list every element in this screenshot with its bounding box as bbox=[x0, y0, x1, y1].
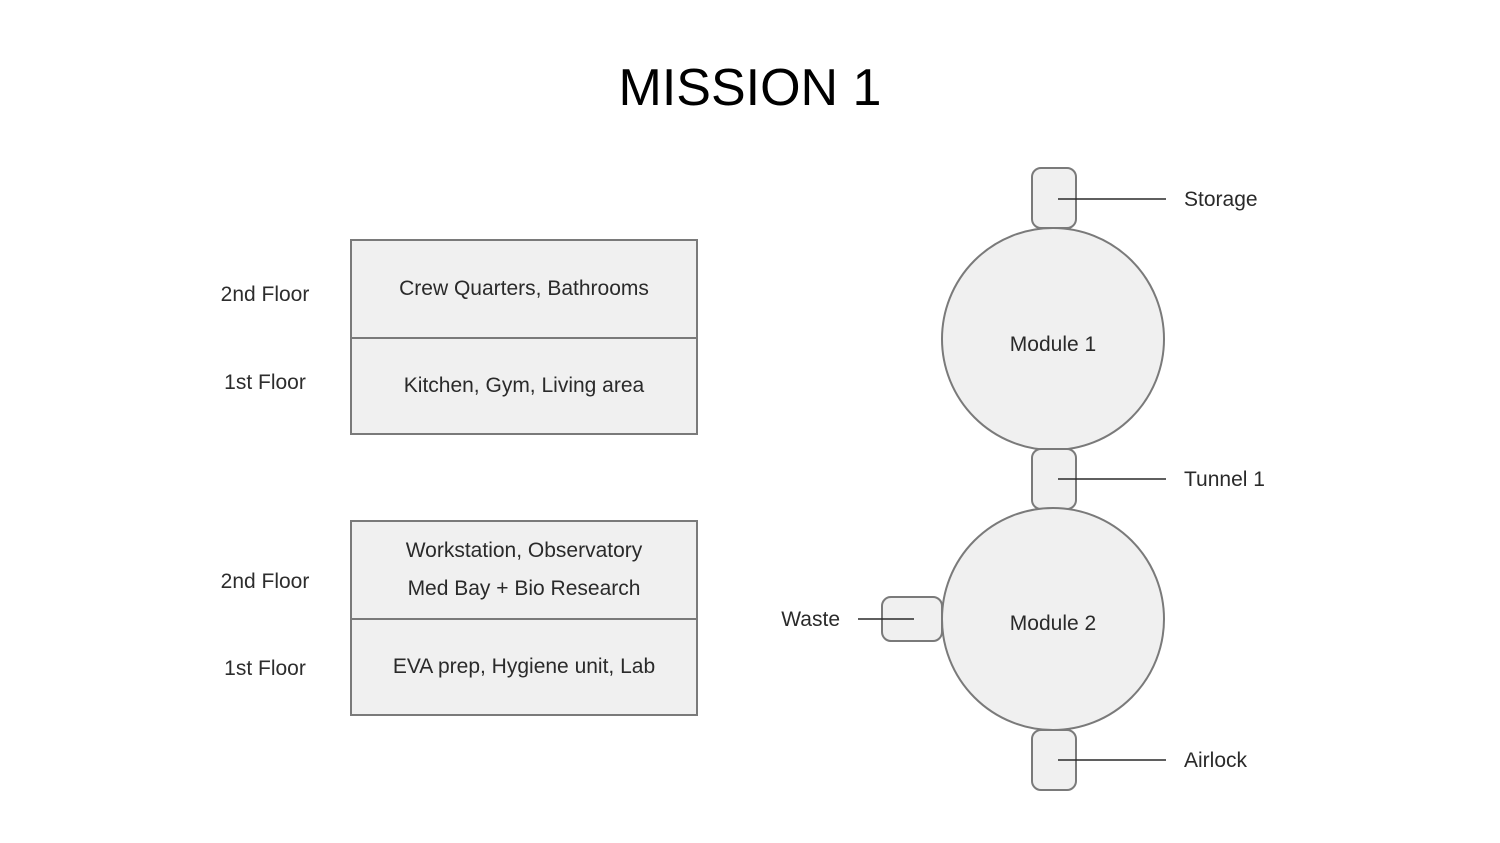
waste-label: Waste bbox=[781, 608, 840, 631]
habitat-a-floor-2: Crew Quarters, Bathrooms bbox=[352, 241, 696, 337]
tunnel-label: Tunnel 1 bbox=[1184, 468, 1265, 491]
habitat-b-stack: Workstation, Observatory Med Bay + Bio R… bbox=[350, 520, 698, 716]
habitat-b-floor-2-rooms-line-1: Workstation, Observatory bbox=[405, 539, 643, 562]
habitat-b-floor-1: EVA prep, Hygiene unit, Lab bbox=[352, 618, 696, 714]
habitat-b-floor-1-rooms: EVA prep, Hygiene unit, Lab bbox=[392, 655, 656, 678]
airlock-label: Airlock bbox=[1184, 749, 1248, 772]
habitat-b-floor-2-label: 2nd Floor bbox=[220, 570, 310, 593]
habitat-a-floor-1: Kitchen, Gym, Living area bbox=[352, 337, 696, 433]
tunnel-connector bbox=[1031, 448, 1077, 510]
habitat-b-floor-1-label: 1st Floor bbox=[224, 657, 306, 680]
airlock-connector bbox=[1031, 729, 1077, 791]
habitat-a-floor-2-rooms: Crew Quarters, Bathrooms bbox=[399, 277, 649, 300]
habitat-a-floor-2-label: 2nd Floor bbox=[220, 283, 310, 306]
storage-connector bbox=[1031, 167, 1077, 229]
module-2-circle bbox=[941, 507, 1165, 731]
module-1-circle bbox=[941, 227, 1165, 451]
storage-label: Storage bbox=[1184, 188, 1258, 211]
waste-connector bbox=[881, 596, 943, 642]
habitat-b-floor-2: Workstation, Observatory Med Bay + Bio R… bbox=[352, 522, 696, 618]
module-1-label: Module 1 bbox=[1010, 333, 1096, 356]
page-title: MISSION 1 bbox=[618, 59, 882, 117]
module-2-label: Module 2 bbox=[1010, 612, 1096, 635]
habitat-a-floor-1-rooms: Kitchen, Gym, Living area bbox=[403, 374, 645, 397]
habitat-a-stack: Crew Quarters, Bathrooms Kitchen, Gym, L… bbox=[350, 239, 698, 435]
habitat-a-floor-1-label: 1st Floor bbox=[224, 371, 306, 394]
habitat-b-floor-2-rooms-line-2: Med Bay + Bio Research bbox=[407, 577, 641, 600]
